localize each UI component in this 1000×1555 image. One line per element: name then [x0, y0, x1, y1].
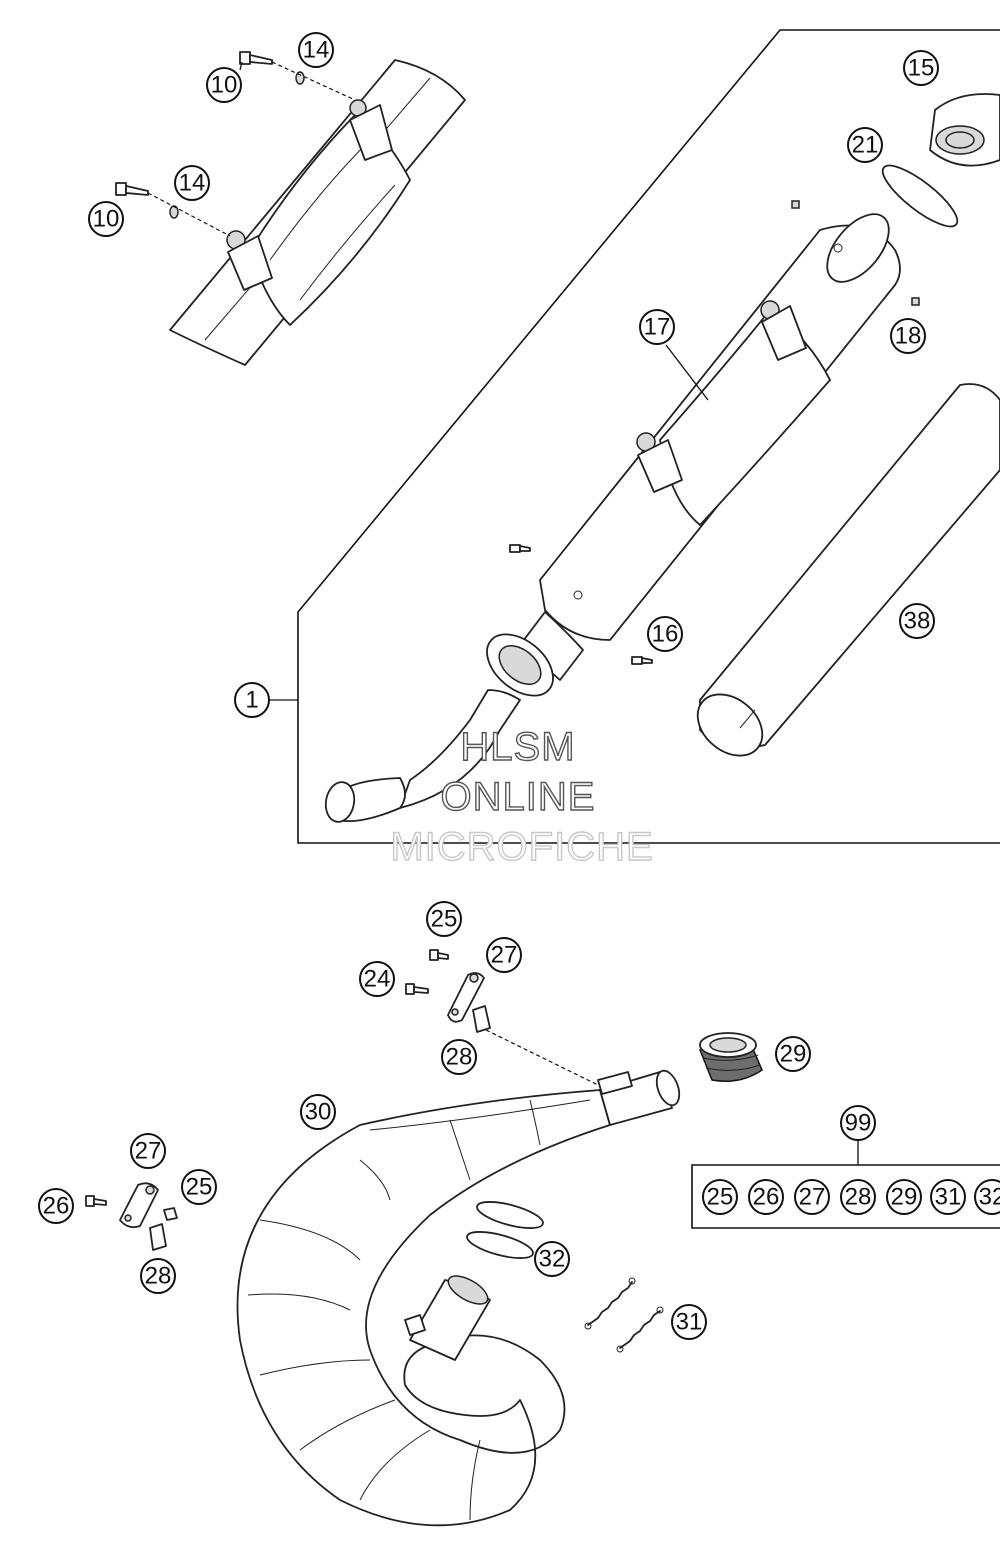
bolt-10-upper-axis: [271, 61, 356, 101]
callout-18: 18: [890, 318, 926, 354]
svg-text:24: 24: [364, 966, 391, 993]
kit-item-31: 31: [930, 1179, 966, 1215]
svg-text:15: 15: [908, 55, 935, 82]
o-ring-32-lower: [466, 1231, 534, 1259]
silencer-packing: [696, 383, 1000, 757]
svg-text:17: 17: [644, 314, 671, 341]
callout-1: 1: [234, 682, 270, 718]
callout-26: 26: [38, 1188, 74, 1224]
svg-text:28: 28: [446, 1044, 473, 1071]
callout-24: 24: [359, 961, 395, 997]
callout-14-lower: 14: [174, 165, 210, 201]
screw-16-upper: [509, 544, 531, 553]
callout-27-lower: 27: [130, 1133, 166, 1169]
kit-box: [691, 1164, 1000, 1229]
svg-text:32: 32: [979, 1184, 1000, 1211]
svg-text:27: 27: [491, 942, 518, 969]
svg-text:10: 10: [93, 206, 120, 233]
leader-17: [665, 344, 709, 401]
clip-nut-28-upper: [472, 1005, 491, 1033]
kit-item-29: 29: [886, 1179, 922, 1215]
mounting-detail-inset: [169, 59, 466, 366]
svg-text:31: 31: [935, 1184, 962, 1211]
svg-text:26: 26: [753, 1184, 780, 1211]
rivet-18-top: [791, 200, 800, 209]
callout-28-lower: 28: [140, 1258, 176, 1294]
callout-99: 99: [840, 1105, 876, 1141]
leader-10-upper: [239, 61, 243, 71]
callout-25-upper: 25: [426, 901, 462, 937]
silencer-inlet-pipe: [324, 611, 584, 823]
callout-30: 30: [300, 1094, 336, 1130]
rivet-18: [911, 297, 920, 306]
spring-31-upper: [584, 1277, 636, 1330]
svg-text:1: 1: [245, 687, 258, 714]
svg-text:25: 25: [186, 1174, 213, 1201]
svg-text:27: 27: [135, 1138, 162, 1165]
silencer-body: [539, 213, 901, 641]
svg-text:27: 27: [799, 1184, 826, 1211]
bracket-27-lower: [119, 1182, 159, 1229]
bolt-10-lower: [115, 182, 179, 219]
exhaust-header-pipe: [236, 1069, 681, 1527]
kit-item-32: 32: [974, 1179, 1000, 1215]
kit-item-28: 28: [840, 1179, 876, 1215]
svg-text:28: 28: [145, 1263, 172, 1290]
svg-text:32: 32: [539, 1246, 566, 1273]
svg-text:28: 28: [845, 1184, 872, 1211]
watermark-line-1: HLSM: [460, 725, 575, 769]
callout-25-lower: 25: [181, 1169, 217, 1205]
svg-text:14: 14: [303, 37, 330, 64]
svg-text:26: 26: [43, 1193, 70, 1220]
callout-10-lower: 10: [88, 201, 124, 237]
callout-31: 31: [671, 1304, 707, 1340]
svg-text:29: 29: [780, 1041, 807, 1068]
svg-text:29: 29: [891, 1184, 918, 1211]
bracket-mount-axis: [485, 1029, 599, 1086]
bolt-10-lower-axis: [147, 192, 231, 237]
nut-25-lower: [163, 1207, 178, 1221]
svg-text:18: 18: [895, 323, 922, 350]
kit-item-26: 26: [748, 1179, 784, 1215]
o-ring-32-upper: [476, 1201, 544, 1229]
clip-nut-28-lower: [149, 1223, 167, 1251]
svg-text:25: 25: [707, 1184, 734, 1211]
callout-17: 17: [639, 309, 675, 345]
kit-item-27: 27: [794, 1179, 830, 1215]
screw-16-lower: [631, 656, 653, 665]
callout-27-upper: 27: [486, 937, 522, 973]
watermark-line-3: MICROFICHE: [390, 825, 653, 869]
silencer-assembly-frame: [297, 29, 1000, 844]
spring-31-lower: [616, 1306, 664, 1353]
rubber-sleeve: [699, 1032, 763, 1082]
callout-21: 21: [847, 127, 883, 163]
bolt-10-upper: [239, 51, 305, 85]
callout-16: 16: [647, 616, 683, 652]
callout-10-upper: 10: [206, 67, 242, 103]
callout-29: 29: [775, 1036, 811, 1072]
callout-32: 32: [534, 1241, 570, 1277]
watermark-line-2: ONLINE: [441, 775, 596, 819]
silencer-end-cap: [929, 93, 1000, 167]
callout-28-upper: 28: [441, 1039, 477, 1075]
svg-text:38: 38: [904, 608, 931, 635]
callout-38: 38: [899, 603, 935, 639]
bracket-27-upper: [447, 972, 485, 1023]
kit-item-25: 25: [702, 1179, 738, 1215]
svg-text:25: 25: [431, 906, 458, 933]
svg-text:21: 21: [852, 132, 879, 159]
svg-text:30: 30: [305, 1099, 332, 1126]
callout-14-upper: 14: [298, 32, 334, 68]
svg-text:10: 10: [211, 72, 238, 99]
bolt-25-upper: [429, 949, 449, 961]
bolt-26: [85, 1195, 107, 1207]
svg-text:31: 31: [676, 1309, 703, 1336]
o-ring: [881, 164, 959, 228]
svg-text:14: 14: [179, 170, 206, 197]
svg-text:16: 16: [652, 621, 679, 648]
bolt-24: [405, 983, 429, 995]
svg-text:99: 99: [845, 1110, 872, 1137]
callout-15: 15: [903, 50, 939, 86]
